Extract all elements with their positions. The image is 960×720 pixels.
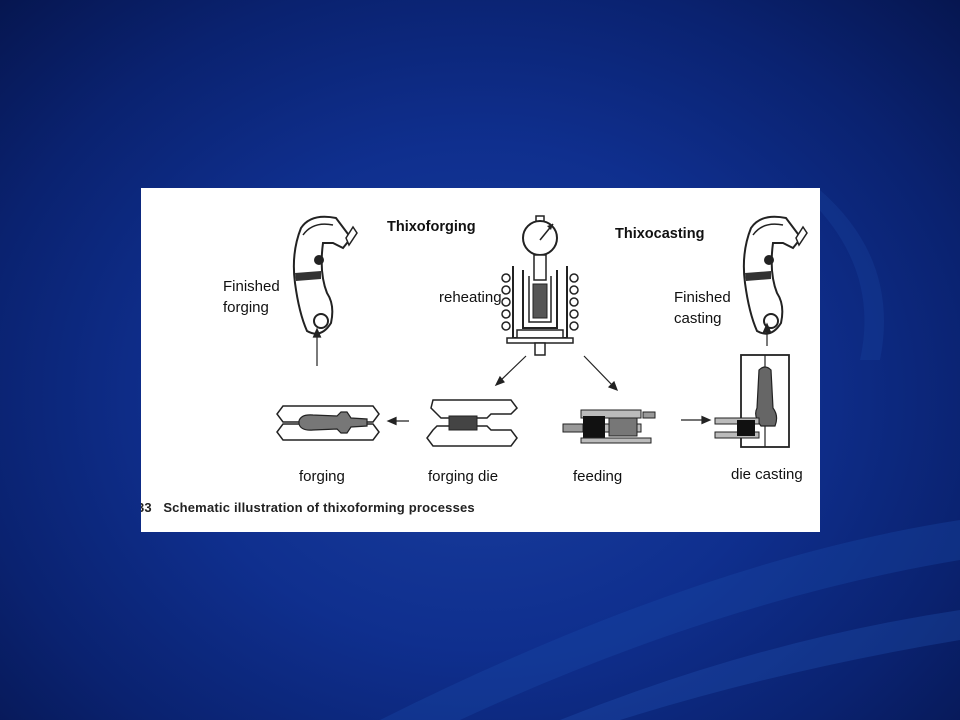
- thixoforming-figure: Thixoforging Thixocasting Finished forgi…: [141, 188, 820, 532]
- finished-forging-label-line2: forging: [223, 299, 269, 316]
- forging-die-open-icon: [426, 399, 518, 447]
- process-arrows: [312, 322, 772, 426]
- finished-forging-part-icon: [292, 215, 358, 335]
- thixoforging-label: Thixoforging: [387, 219, 476, 235]
- figure-caption: 33 Schematic illustration of thixoformin…: [141, 500, 475, 515]
- die-casting-icon: [714, 354, 790, 448]
- forging-die-label: forging die: [428, 468, 499, 485]
- finished-casting-label-line1: Finished: [674, 289, 731, 306]
- finished-forging-label-line1: Finished: [223, 278, 280, 295]
- die-casting-label: die casting: [731, 466, 803, 483]
- figure-drawing: [276, 215, 808, 448]
- finished-casting-part-icon: [742, 215, 808, 335]
- caption-number: 33: [141, 500, 152, 515]
- feeding-icon: [562, 409, 656, 444]
- forging-die-closed-icon: [276, 405, 380, 441]
- reheating-apparatus-icon: [501, 215, 579, 356]
- feeding-label: feeding: [573, 468, 623, 485]
- finished-casting-label-line2: casting: [674, 310, 722, 327]
- thixocasting-label: Thixocasting: [615, 226, 705, 242]
- reheating-label: reheating: [439, 289, 502, 306]
- forging-label: forging: [299, 468, 345, 485]
- caption-text: Schematic illustration of thixoforming p…: [163, 500, 475, 515]
